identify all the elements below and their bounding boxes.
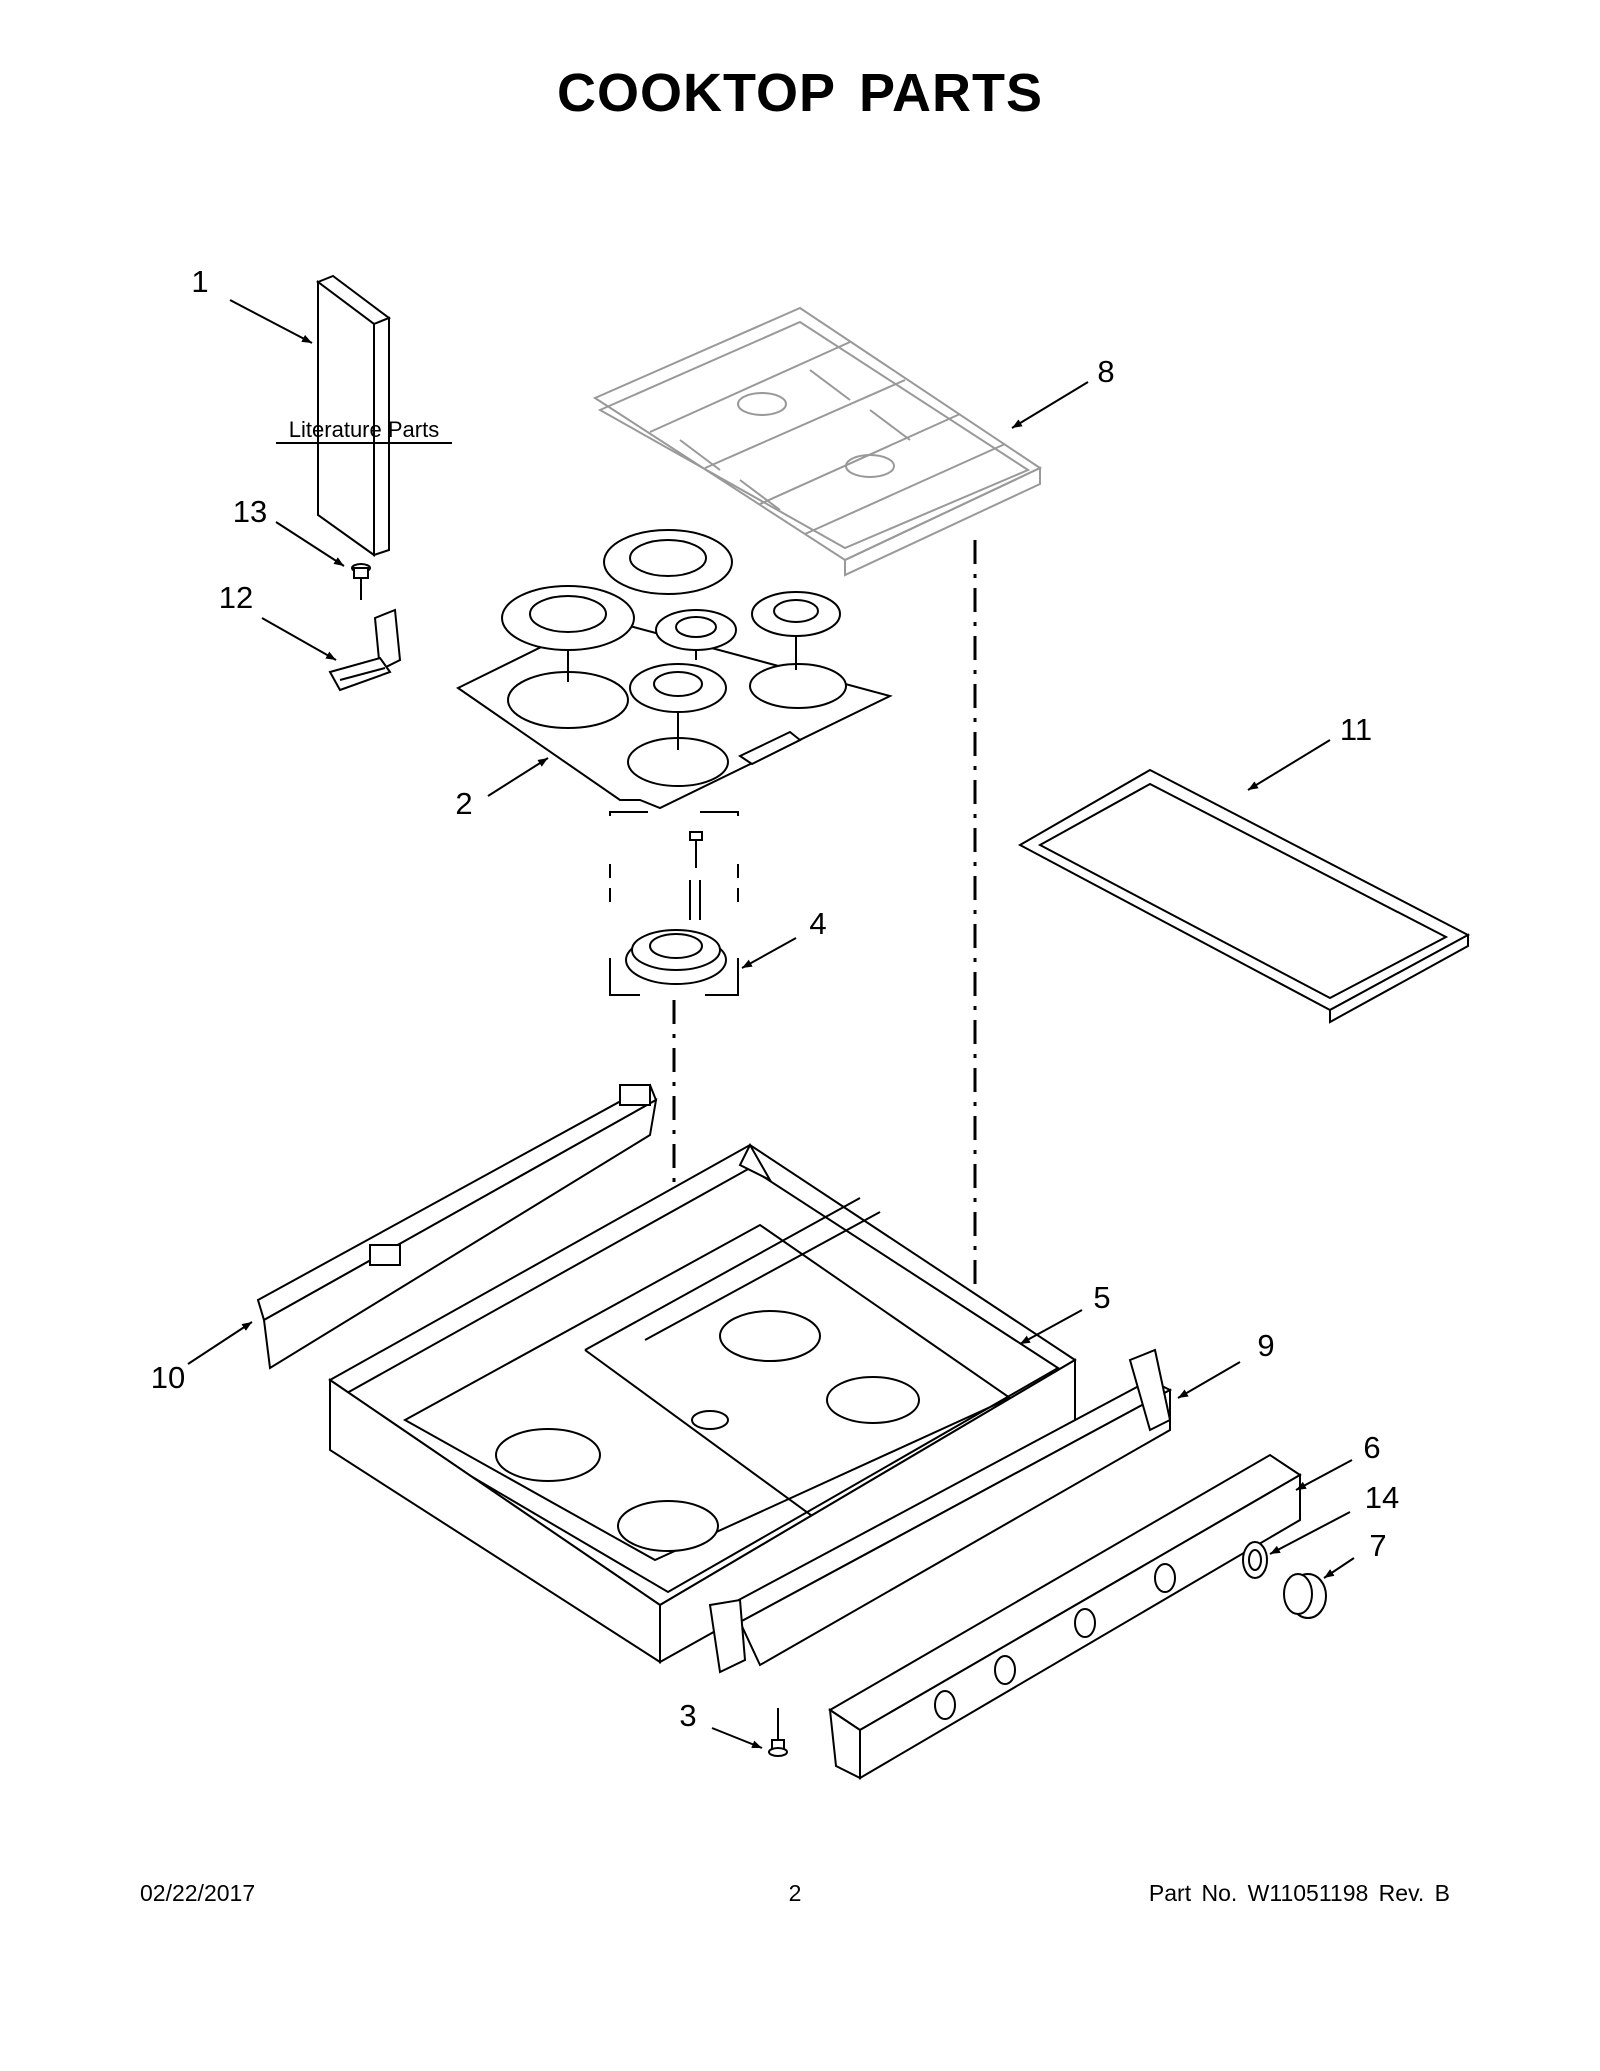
callout-11: 11 xyxy=(1247,712,1372,791)
svg-text:3: 3 xyxy=(679,1698,696,1733)
callout-3: 3 xyxy=(679,1698,763,1749)
svg-text:1: 1 xyxy=(191,264,208,299)
svg-text:13: 13 xyxy=(233,494,267,529)
burner-caps xyxy=(502,530,840,764)
svg-text:10: 10 xyxy=(151,1360,185,1395)
svg-text:5: 5 xyxy=(1093,1280,1110,1315)
manifold-bracket xyxy=(710,1350,1170,1672)
svg-text:12: 12 xyxy=(219,580,253,615)
burner-assembly xyxy=(610,812,738,995)
footer-date: 02/22/2017 xyxy=(140,1880,256,1906)
callout-2: 2 xyxy=(455,757,549,821)
svg-text:14: 14 xyxy=(1365,1480,1399,1515)
svg-text:2: 2 xyxy=(455,786,472,821)
cooktop-main-top xyxy=(458,618,890,808)
bracket-12 xyxy=(330,610,400,690)
literature-parts-booklet xyxy=(318,276,389,555)
callout-10: 10 xyxy=(151,1321,253,1395)
svg-text:6: 6 xyxy=(1363,1430,1380,1465)
screw-13 xyxy=(352,564,370,600)
svg-text:8: 8 xyxy=(1097,354,1114,389)
svg-text:7: 7 xyxy=(1369,1528,1386,1563)
griddle xyxy=(1020,770,1468,1022)
callout-4: 4 xyxy=(741,906,827,969)
callout-8: 8 xyxy=(1011,354,1115,429)
knob-bezel xyxy=(1243,1542,1267,1578)
callout-9: 9 xyxy=(1177,1328,1275,1399)
literature-parts-label: Literature Parts xyxy=(289,417,439,442)
page-title: COOKTOP PARTS xyxy=(556,63,1044,123)
svg-text:4: 4 xyxy=(809,906,826,941)
callout-13: 13 xyxy=(233,494,345,567)
callout-7: 7 xyxy=(1323,1528,1387,1579)
footer-part-number: Part No. W11051198 Rev. B xyxy=(1148,1880,1450,1906)
callout-12: 12 xyxy=(219,580,337,661)
svg-text:11: 11 xyxy=(1340,712,1372,747)
burner-grate xyxy=(595,308,1040,575)
control-knob xyxy=(1284,1574,1326,1618)
callout-6: 6 xyxy=(1295,1430,1381,1491)
control-panel xyxy=(830,1455,1300,1778)
callout-1: 1 xyxy=(191,264,313,344)
svg-text:9: 9 xyxy=(1257,1328,1274,1363)
callout-5: 5 xyxy=(1019,1280,1111,1345)
footer-page-number: 2 xyxy=(788,1880,802,1906)
rear-trim xyxy=(258,1085,656,1368)
callout-14: 14 xyxy=(1269,1480,1399,1555)
screw-3 xyxy=(769,1708,787,1756)
